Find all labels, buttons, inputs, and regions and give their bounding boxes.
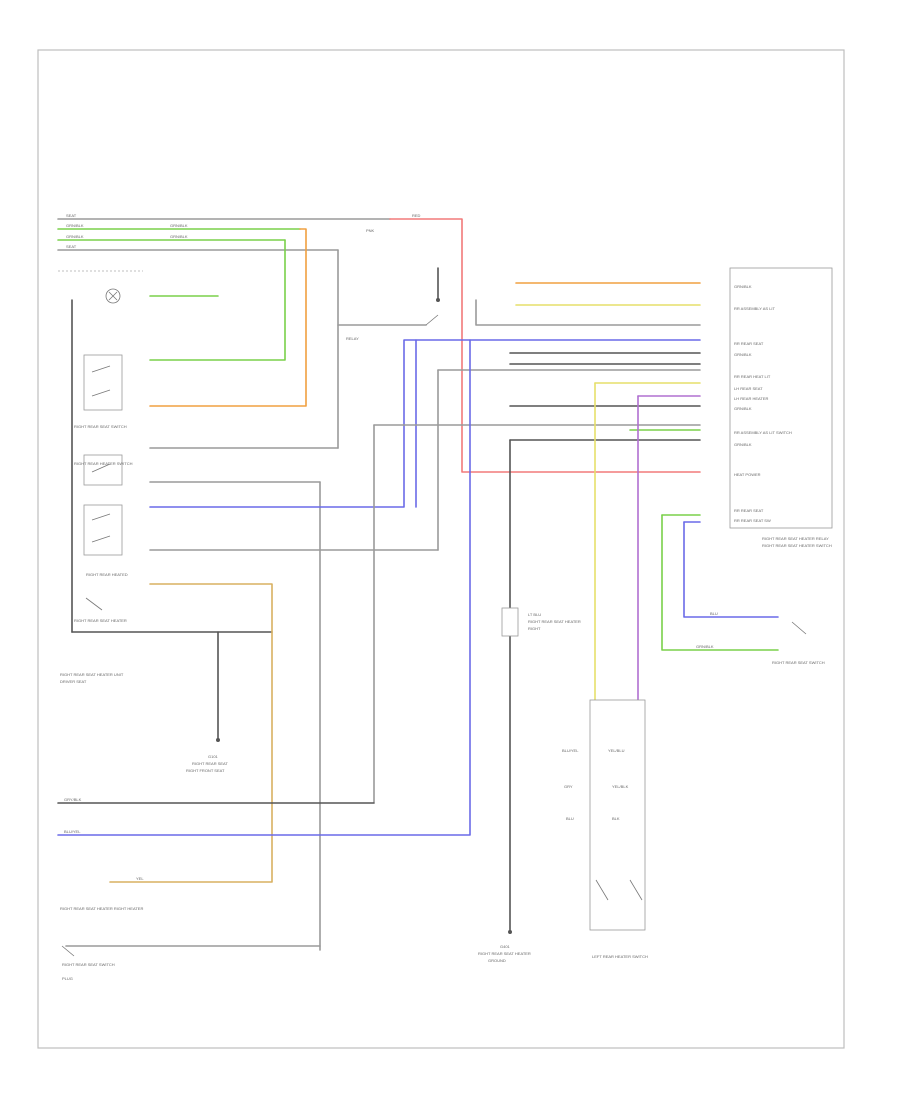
lower-right-switch: RIGHT REAR SEAT SWITCH (772, 660, 825, 665)
wire-label-grn-2: GRN/BLK (66, 234, 84, 239)
bottom-left-label-1: RIGHT REAR SEAT HEATER RIGHT HEATER (60, 906, 143, 911)
ground-label-g401-c: GROUND (488, 958, 506, 963)
heater-switch-block: RIGHT REAR HEATER SWITCH (74, 454, 133, 486)
heater-label: LT BLU (528, 612, 541, 617)
wire-label-yel-blu: YEL/BLU (608, 748, 625, 753)
right-pin-6: LH REAR SEAT (734, 386, 763, 391)
right-pin-3: RR REAR SEAT (734, 341, 764, 346)
top-left-wire-bundle: SEAT GRN/BLK GRN/BLK SEAT GRN/BLK GRN/BL… (57, 213, 391, 251)
right-pin-8: GRN/BLK (734, 406, 752, 411)
relay-block: RELAY (337, 267, 440, 341)
ground-label-g401-b: RIGHT REAR SEAT HEATER (478, 951, 531, 956)
heater-label-c: RIGHT (528, 626, 541, 631)
left-rear-switch-label: LEFT REAR HEATER SWITCH (592, 954, 648, 959)
right-pin-9: RR ASSEMBLY AS LIT SWITCH (734, 430, 792, 435)
module-sub-left: DRIVER SEAT (60, 679, 87, 684)
right-module-box: GRN/BLK RR ASSEMBLY AS LIT RR REAR SEAT … (729, 267, 833, 548)
diagram-frame (37, 49, 845, 1049)
heater-label-b: RIGHT REAR SEAT HEATER (528, 619, 581, 624)
left-rear-heater-switch: LEFT REAR HEATER SWITCH BLU/YEL YEL/BLU … (562, 699, 648, 959)
relay-label: RELAY (346, 336, 359, 341)
wire-label-seat: SEAT (66, 213, 77, 218)
wire-label-red: RED (412, 213, 421, 218)
wire-label-pnk: PNK (366, 228, 375, 233)
lamp-icon (105, 288, 121, 304)
right-pin-12: RR REAR SEAT (734, 508, 764, 513)
rear-seat-switch-block: RIGHT REAR SEAT SWITCH (74, 354, 127, 429)
right-pin-13: RR REAR SEAT SW (734, 518, 771, 523)
right-pin-11: HEAT POWER (734, 472, 761, 477)
wire-label-seat-2: SEAT (66, 244, 77, 249)
right-module-label: RIGHT REAR SEAT HEATER RELAY (762, 536, 829, 541)
wire-label-grn-4: GRN/BLK (170, 234, 188, 239)
right-pin-4: GRN/BLK (734, 352, 752, 357)
lower-right-grn: GRN/BLK (696, 644, 714, 649)
switch-label-3: RIGHT REAR HEATED (86, 572, 128, 577)
wire-label-grn-1: GRN/BLK (66, 223, 84, 228)
switch-label-2: RIGHT REAR HEATER SWITCH (74, 461, 133, 466)
heated-switch-block: RIGHT REAR HEATED (83, 504, 128, 577)
right-pin-5: RR REAR HEAT LIT (734, 374, 771, 379)
wire-label-yel-blk: YEL/BLK (612, 784, 629, 789)
heater-element: LT BLU RIGHT REAR SEAT HEATER RIGHT (501, 607, 581, 637)
ground-label-g401: G401 (500, 944, 511, 949)
right-module-label-b: RIGHT REAR SEAT HEATER SWITCH (762, 543, 832, 548)
right-pin-10: GRN/BLK (734, 442, 752, 447)
module-label-left: RIGHT REAR SEAT HEATER UNIT (60, 672, 124, 677)
ground-label-g101-c: RIGHT FRONT SEAT (186, 768, 225, 773)
bottom-wire-gry-blk: GRY/BLK (64, 797, 82, 802)
wire-label-gry: GRY (564, 784, 573, 789)
bottom-left-label-2: RIGHT REAR SEAT SWITCH (62, 962, 115, 967)
ground-label-g101: G101 (208, 754, 219, 759)
ground-label-g101-b: RIGHT REAR SEAT (192, 761, 228, 766)
switch-label-1: RIGHT REAR SEAT SWITCH (74, 424, 127, 429)
right-pin-7: LH REAR HEATER (734, 396, 768, 401)
wire-label-blk: BLK (612, 816, 620, 821)
wire-label-blu: BLU (566, 816, 574, 821)
left-label-a: RIGHT REAR SEAT HEATER (74, 618, 127, 623)
wire-label-blu-yel: BLU/YEL (562, 748, 579, 753)
wire-label-grn-3: GRN/BLK (170, 223, 188, 228)
bottom-wire-yel: YEL (136, 876, 144, 881)
bottom-left-label-3: PLUG (62, 976, 73, 981)
right-pin-2: RR ASSEMBLY AS LIT (734, 306, 776, 311)
lower-right-blu: BLU (710, 611, 718, 616)
bottom-wire-blu-yel: BLU/YEL (64, 829, 81, 834)
right-pin-1: GRN/BLK (734, 284, 752, 289)
